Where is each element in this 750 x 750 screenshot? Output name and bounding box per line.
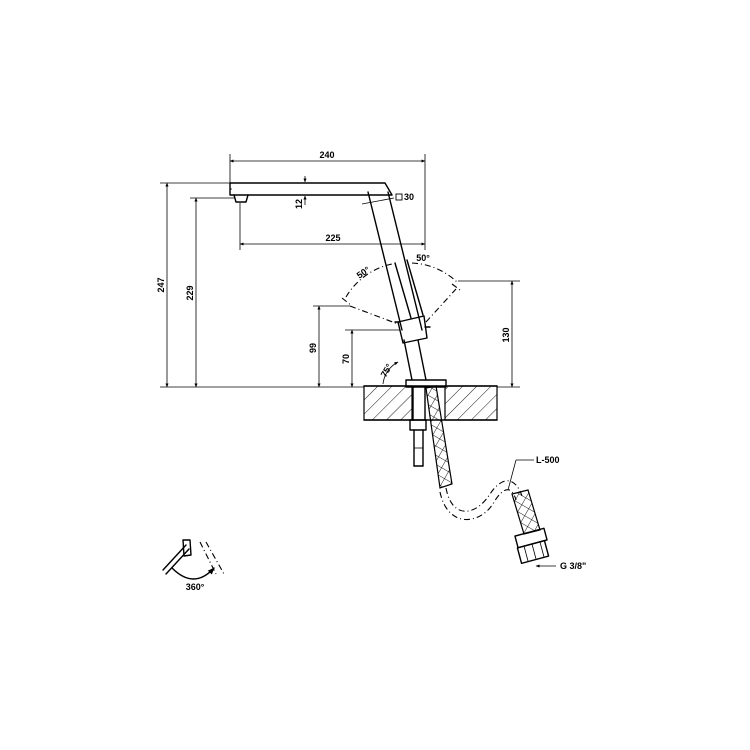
square-section-icon [395,193,403,201]
dim-225-label: 225 [325,233,340,243]
faucet-spout [229,182,393,203]
dimension-lines [160,154,556,568]
supply-hose [425,385,550,565]
dim-130-label: 130 [501,327,511,342]
angle-50-left-label: 50° [355,264,372,280]
hose-length-label: L-500 [536,455,560,465]
faucet-lever [394,259,431,344]
dim-12-label: 12 [294,199,304,209]
dim-247-label: 247 [156,277,166,292]
dim-99-label: 99 [308,343,318,353]
dim-240-label: 240 [319,150,334,160]
hose-connection-label: G 3/8" [560,561,586,571]
dim-70-label: 70 [341,354,351,364]
faucet-column [367,191,427,381]
dimension-labels: 240 225 247 229 12 30 99 70 130 50° 50° … [156,150,586,571]
rotation-label: 360° [186,582,205,592]
lever-swing-outline [341,262,461,325]
faucet-base [405,379,447,467]
angle-50-right-label: 50° [416,253,430,263]
swivel-360-icon: 360° [162,539,225,592]
angle-75-label: 75° [379,362,395,379]
dim-229-label: 229 [185,285,195,300]
dim-30-label: 30 [404,192,414,202]
